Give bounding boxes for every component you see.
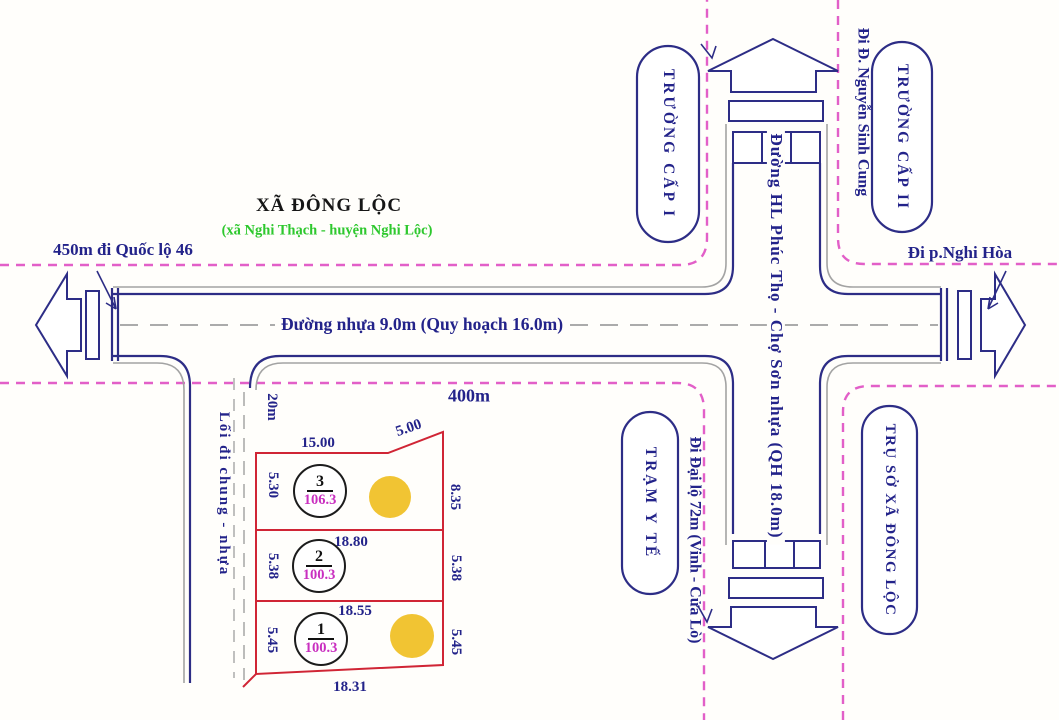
plot-2-dim-right: 5.38 xyxy=(447,554,464,582)
plot-3-dim-right: 8.35 xyxy=(446,483,463,511)
road-inner-lines xyxy=(110,163,949,683)
leader-arrows xyxy=(96,43,1007,624)
north-arrow-icon xyxy=(707,37,839,93)
west-arrow-icon xyxy=(34,270,82,380)
plot-3-dim-top: 15.00 xyxy=(301,435,335,452)
plot-3-badge: 3 106.3 xyxy=(293,464,347,518)
plot-1-boundary xyxy=(255,600,444,676)
landmark-school-2: TRƯỜNG CẤP II xyxy=(894,64,912,210)
road-centre-dashes xyxy=(120,324,938,680)
landmark-clinic: TRẠM Y TẾ xyxy=(642,446,660,560)
direction-quoc-lo-46: 450m đi Quốc lộ 46 xyxy=(53,240,193,260)
plot-2-dim-left: 5.38 xyxy=(264,552,281,580)
sold-markers xyxy=(369,476,434,658)
road-label-branch: Lối đi chung - nhựa xyxy=(215,408,232,580)
school-2-shape xyxy=(870,40,934,234)
plot-1-number: 1 xyxy=(308,621,334,641)
plot-3-dim-left: 5.30 xyxy=(264,471,281,499)
frontage-400m: 400m xyxy=(448,385,490,406)
plot-1-area: 100.3 xyxy=(304,640,338,657)
south-end-bar xyxy=(728,577,824,599)
office-shape xyxy=(860,404,919,636)
south-arrow-icon xyxy=(707,606,839,661)
plot-2-badge: 2 100.3 xyxy=(292,539,346,593)
landmark-school-1: TRƯỜNG CẤP I xyxy=(660,69,678,219)
east-end-bar xyxy=(957,290,972,360)
school-1-shape xyxy=(635,44,701,244)
clinic-shape xyxy=(620,410,680,596)
south-crosswalk xyxy=(732,540,821,569)
plot-2-dim-top: 18.80 xyxy=(334,534,368,551)
east-arrow-icon xyxy=(980,270,1027,380)
plot-boundaries xyxy=(242,430,444,688)
west-end-bar xyxy=(85,290,100,360)
plot-1-sold-dot xyxy=(390,614,434,658)
plot-3-sold-dot xyxy=(369,476,411,518)
plot-1-dim-bottom: 18.31 xyxy=(333,679,367,696)
plot-3-area: 106.3 xyxy=(303,492,337,509)
landmark-commune-office: TRỤ SỞ XÃ ĐÔNG LỘC xyxy=(881,423,898,617)
north-end-bar xyxy=(728,100,824,122)
setback-20m: 20m xyxy=(263,393,280,421)
plot-2-number: 2 xyxy=(306,548,332,568)
page-title: XÃ ĐÔNG LỘC xyxy=(255,195,403,217)
road-label-horizontal: Đường nhựa 9.0m (Quy hoạch 16.0m) xyxy=(274,314,570,333)
plot-1-dim-right: 5.45 xyxy=(447,628,464,656)
road-outer-lines xyxy=(113,124,941,683)
plot-2-area: 100.3 xyxy=(302,567,336,584)
plot-1-dim-left: 5.45 xyxy=(263,626,280,654)
direction-nguyen-sinh-cung: Đi Đ. Nguyễn Sinh Cung xyxy=(854,27,872,197)
plot-3-number: 3 xyxy=(307,473,333,493)
plot-3-boundary xyxy=(255,430,444,531)
direction-nghi-hoa: Đi p.Nghi Hòa xyxy=(907,243,1013,263)
landmark-shapes xyxy=(620,40,934,636)
page-subtitle: (xã Nghi Thạch - huyện Nghi Lộc) xyxy=(221,222,433,239)
plot-1-dim-top: 18.55 xyxy=(338,603,372,620)
direction-dai-lo: Đi Đại lộ 72m (Vinh - Cửa Lò) xyxy=(686,436,704,644)
road-end-markers xyxy=(34,37,1027,661)
plot-1-badge: 1 100.3 xyxy=(294,612,348,666)
road-label-vertical: Đường HL Phúc Thọ - Chợ Sơn nhựa (QH 18.… xyxy=(767,127,786,545)
